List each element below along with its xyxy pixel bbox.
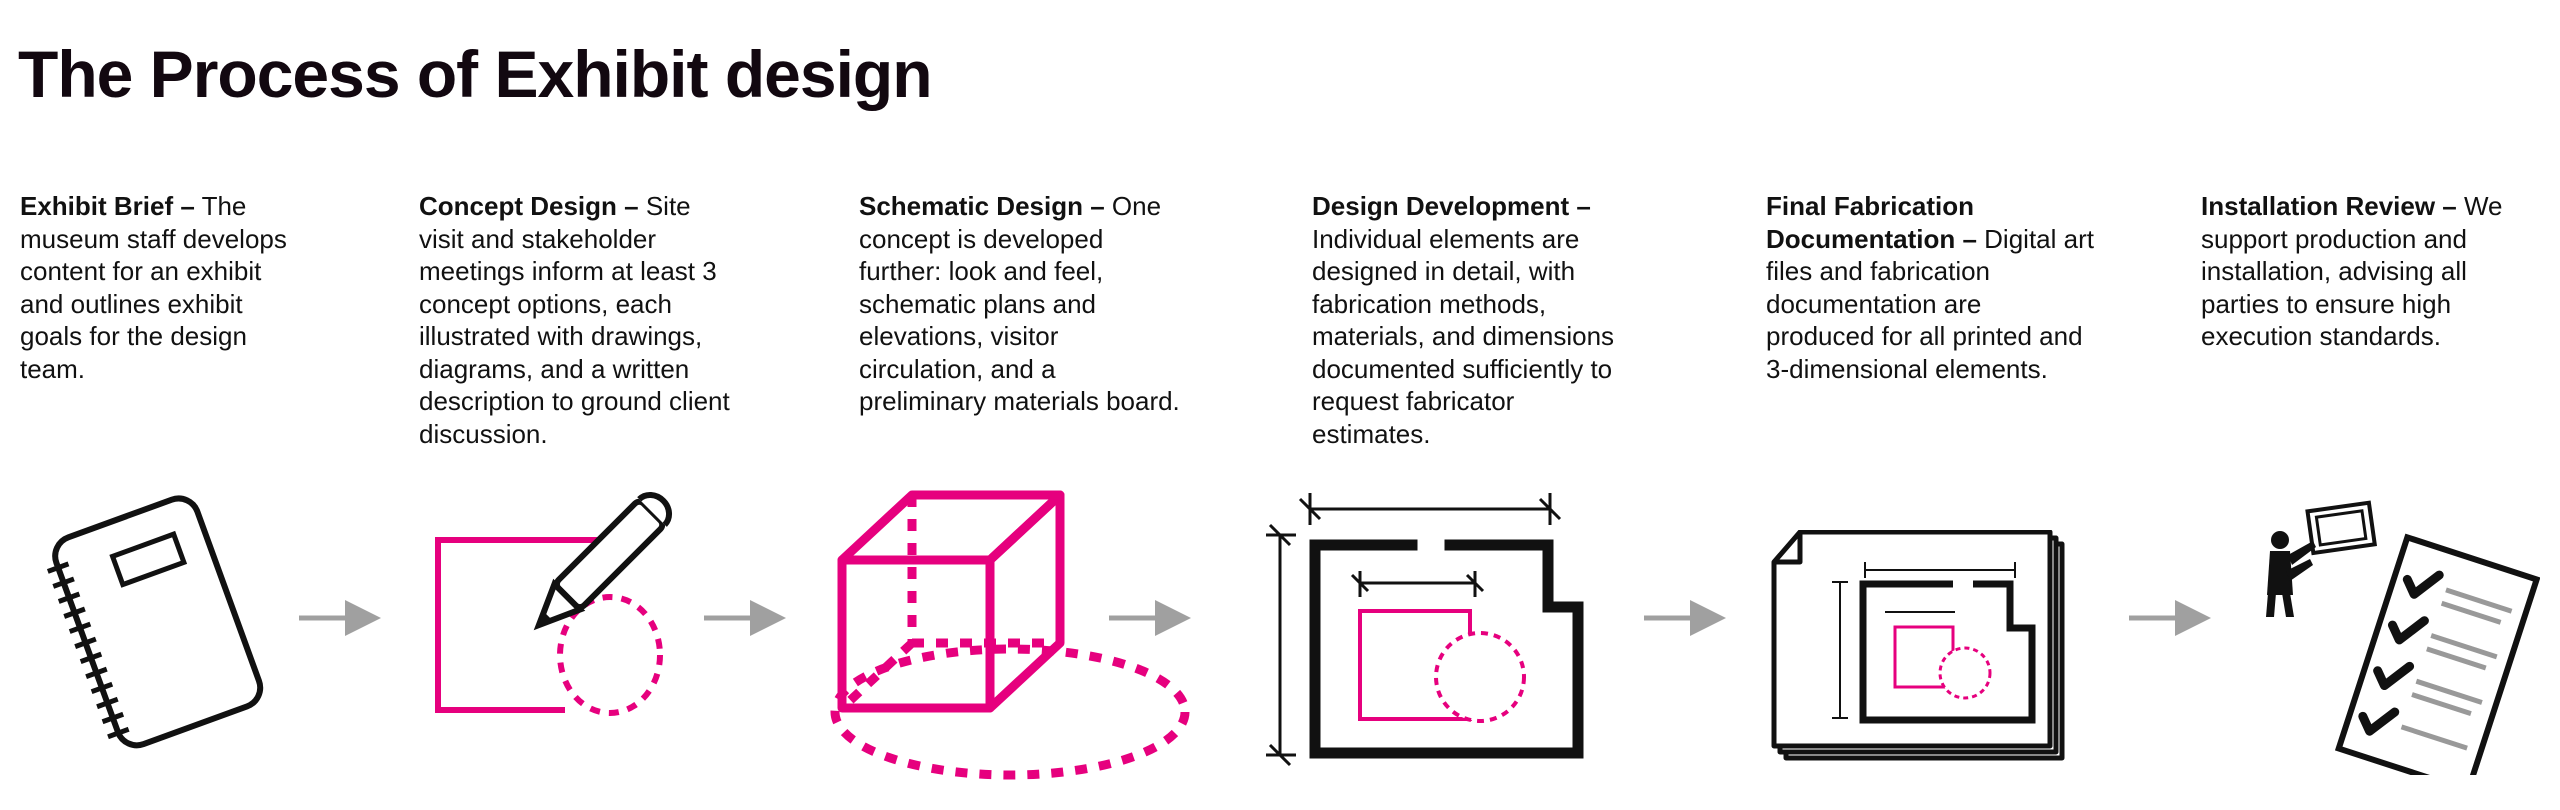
step-final-fabrication: Final Fabrication Documentation – Digita… [1766, 190, 2096, 385]
document-stack-icon [1771, 530, 2065, 761]
step-label: Concept Design – [419, 191, 639, 221]
cube-icon [830, 490, 1190, 780]
step-description: Digital art files and fabrication docume… [1766, 223, 2094, 384]
arrow-right-icon [704, 600, 786, 636]
notebook-icon [46, 495, 264, 749]
arrow-right-icon [299, 600, 381, 636]
floor-plan-icon [1266, 493, 1584, 767]
step-label: Final Fabrication Documentation – [1766, 191, 1977, 254]
step-installation-review: Installation Review – We support product… [2201, 190, 2521, 353]
arrow-right-icon [1644, 600, 1726, 636]
step-description: One concept is developed further: look a… [859, 191, 1180, 416]
step-description: The museum staff develops content for an… [20, 191, 287, 384]
step-exhibit-brief: Exhibit Brief – The museum staff develop… [20, 190, 310, 385]
step-label: Schematic Design – [859, 191, 1105, 221]
pencil-sketch-icon [435, 492, 672, 716]
step-label: Exhibit Brief – [20, 191, 195, 221]
step-concept-design: Concept Design – Site visit and stakehol… [419, 190, 739, 450]
step-design-development: Design Development – Individual elements… [1312, 190, 1637, 450]
step-label: Design Development – [1312, 191, 1591, 221]
page-title: The Process of Exhibit design [18, 37, 933, 111]
step-description: We support production and installation, … [2201, 191, 2503, 351]
arrow-right-icon [1109, 600, 1191, 636]
step-description: Individual elements are designed in deta… [1312, 223, 1615, 449]
arrow-right-icon [2129, 600, 2211, 636]
step-schematic-design: Schematic Design – One concept is develo… [859, 190, 1184, 418]
installer-checklist-icon [2266, 500, 2540, 775]
step-description: Site visit and stakeholder meetings info… [419, 191, 730, 449]
step-label: Installation Review – [2201, 191, 2457, 221]
